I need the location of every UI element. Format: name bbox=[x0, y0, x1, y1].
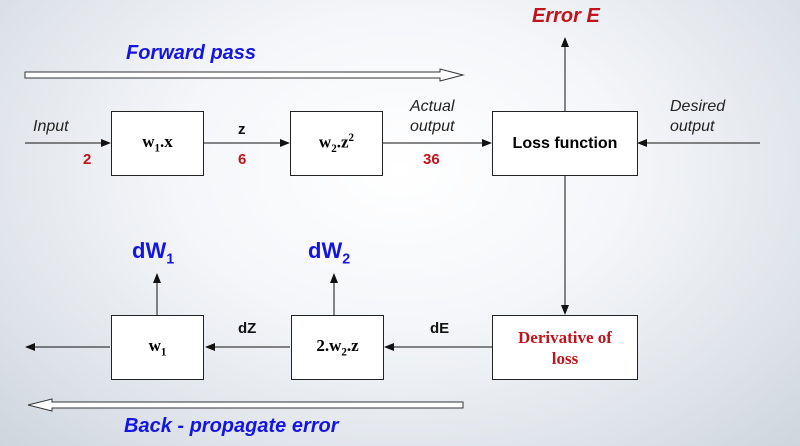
dw1-main: dW bbox=[132, 238, 167, 263]
actual-output-line1: Actual bbox=[410, 98, 455, 115]
w2z2-w: w bbox=[318, 132, 332, 152]
desired-output-line2: output bbox=[670, 118, 715, 135]
z-label: z bbox=[238, 121, 246, 138]
error-label: Error E bbox=[532, 5, 600, 27]
forward-pass-title: Forward pass bbox=[126, 42, 257, 64]
input-label: Input bbox=[33, 118, 69, 135]
actual-output-value: 36 bbox=[423, 151, 440, 168]
w1x-w: w bbox=[142, 132, 155, 152]
loss-function-box: Loss function bbox=[492, 111, 638, 176]
w1-sub: 1 bbox=[160, 346, 167, 359]
forward-pass-arrow bbox=[24, 68, 465, 82]
w2z2-sub: 2 bbox=[331, 143, 337, 156]
dw2-label: dW2 bbox=[308, 238, 350, 267]
dz-label: dZ bbox=[238, 320, 257, 337]
desired-output-line1: Desired bbox=[670, 98, 726, 115]
derivative-line2: loss bbox=[551, 348, 579, 368]
w2z2-sup: 2 bbox=[348, 131, 355, 144]
dw2-sub: 2 bbox=[342, 251, 351, 268]
dw2-main: dW bbox=[308, 238, 343, 263]
2w2z-sub: 2 bbox=[341, 346, 347, 359]
w2z2-box: w2.z2 bbox=[290, 111, 383, 176]
input-value: 2 bbox=[83, 151, 92, 168]
w1-w: w bbox=[148, 336, 161, 356]
2w2z-box: 2.w2.z bbox=[291, 315, 384, 380]
derivative-line1: Derivative of bbox=[518, 327, 612, 347]
dw1-sub: 1 bbox=[166, 251, 175, 268]
desired-output-label: Desired output bbox=[670, 97, 725, 137]
derivative-of-loss-box: Derivative of loss bbox=[492, 315, 638, 380]
w1-box: w1 bbox=[111, 315, 204, 380]
w1x-rest: .x bbox=[160, 132, 173, 152]
de-label: dE bbox=[430, 320, 450, 337]
z-value: 6 bbox=[238, 151, 247, 168]
2w2z-rest: .z bbox=[346, 336, 359, 356]
w2z2-mid: .z bbox=[336, 132, 349, 152]
actual-output-line2: output bbox=[410, 118, 455, 135]
w1x-sub: 1 bbox=[154, 142, 161, 155]
back-propagate-arrow bbox=[27, 398, 464, 412]
2w2z-pre: 2.w bbox=[316, 336, 342, 356]
actual-output-label: Actual output bbox=[410, 97, 454, 137]
w1x-box: w1.x bbox=[111, 111, 204, 176]
dw1-label: dW1 bbox=[132, 238, 174, 267]
back-propagate-title: Back - propagate error bbox=[124, 415, 339, 437]
